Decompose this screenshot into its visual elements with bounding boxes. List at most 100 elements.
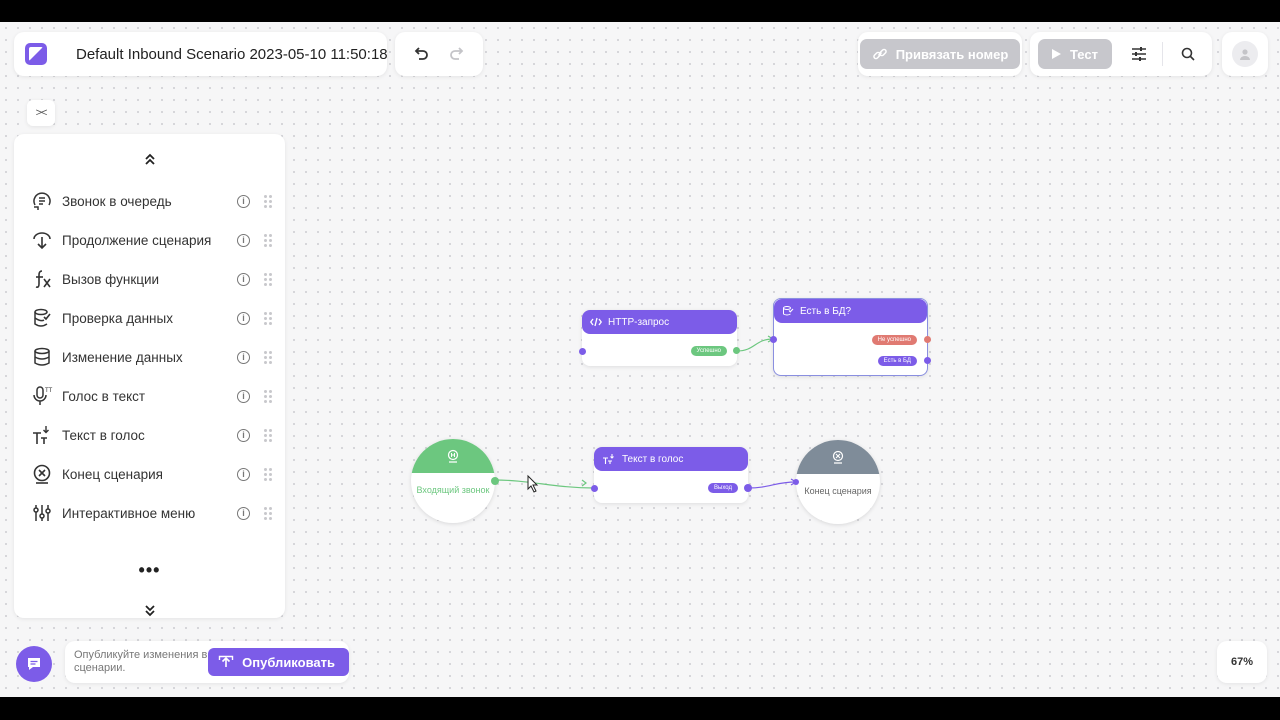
palette-item-label: Текст в голос: [62, 427, 145, 443]
palette-item-label: Изменение данных: [62, 349, 183, 365]
fail-tag: Не успешно: [871, 335, 917, 345]
node-db-check[interactable]: Есть в БД? Не успешно Есть в БД: [770, 298, 931, 376]
test-label: Тест: [1070, 46, 1098, 62]
palette-item-queue-call[interactable]: Звонок в очередь i: [28, 183, 278, 219]
drag-handle-icon[interactable]: [264, 233, 272, 247]
node-header: [796, 440, 880, 474]
scenario-end-icon: [832, 450, 844, 464]
node-header[interactable]: Текст в голос: [594, 447, 748, 471]
publish-button[interactable]: Опубликовать: [208, 648, 349, 676]
scroll-up-button[interactable]: [14, 152, 285, 169]
support-chat-button[interactable]: [16, 646, 52, 682]
drag-handle-icon[interactable]: [264, 194, 272, 208]
queue-call-icon: [30, 189, 54, 213]
node-label: Входящий звонок: [416, 485, 490, 495]
drag-handle-icon[interactable]: [264, 311, 272, 325]
info-icon[interactable]: i: [237, 350, 250, 364]
undo-button[interactable]: [408, 41, 434, 67]
node-header[interactable]: Есть в БД?: [774, 299, 927, 323]
node-text-to-speech[interactable]: Текст в голос Выход: [591, 447, 752, 503]
scroll-down-button[interactable]: [14, 604, 285, 621]
function-icon: [30, 267, 54, 291]
drag-handle-icon[interactable]: [264, 506, 272, 520]
node-title: Есть в БД?: [800, 305, 852, 317]
svg-text:TT: TT: [45, 388, 53, 394]
node-http-request[interactable]: HTTP-запрос Успешно: [579, 310, 740, 366]
info-icon[interactable]: i: [237, 428, 250, 442]
zoom-indicator[interactable]: 67%: [1217, 641, 1267, 683]
info-icon[interactable]: i: [237, 506, 250, 520]
settings-button[interactable]: [1126, 41, 1152, 67]
end-input-port[interactable]: [793, 479, 799, 485]
block-palette: Звонок в очередь i Продолжение сценария …: [14, 134, 285, 618]
toolbar-right: Тест: [1030, 32, 1212, 76]
publish-label: Опубликовать: [242, 654, 335, 670]
node-title: HTTP-запрос: [608, 316, 670, 328]
bind-number-button[interactable]: Привязать номер: [859, 39, 1021, 69]
node-scenario-end[interactable]: Конец сценария: [796, 440, 880, 524]
info-icon[interactable]: i: [237, 467, 250, 481]
output-port-exit[interactable]: [744, 484, 752, 492]
info-icon[interactable]: i: [237, 272, 250, 286]
palette-item-data-edit[interactable]: Изменение данных i: [28, 339, 278, 375]
bind-number-panel: Привязать номер: [858, 32, 1022, 76]
redo-button[interactable]: [444, 41, 470, 67]
app-logo[interactable]: [24, 42, 48, 66]
node-incoming-call[interactable]: Входящий звонок: [411, 439, 495, 523]
palette-item-text-to-speech[interactable]: Текст в голос i: [28, 417, 278, 453]
upload-icon: [218, 655, 234, 667]
incoming-output-port[interactable]: [491, 477, 499, 485]
test-button[interactable]: Тест: [1038, 39, 1112, 69]
scenario-title[interactable]: Default Inbound Scenario 2023-05-10 11:5…: [76, 45, 388, 63]
wire-tts-to-end: [747, 481, 797, 489]
info-icon[interactable]: i: [237, 311, 250, 325]
history-controls: [395, 32, 483, 76]
scenario-canvas[interactable]: Default Inbound Scenario 2023-05-10 11:5…: [0, 22, 1280, 697]
redo-icon: [450, 47, 464, 60]
input-port[interactable]: [770, 336, 777, 343]
output-port-success[interactable]: [733, 347, 740, 354]
palette-item-label: Звонок в очередь: [62, 193, 172, 209]
palette-item-interactive-menu[interactable]: Интерактивное меню i: [28, 495, 278, 531]
profile-panel: [1222, 32, 1268, 76]
palette-item-label: Продолжение сценария: [62, 232, 212, 248]
palette-item-label: Интерактивное меню: [62, 505, 196, 521]
node-label: Конец сценария: [804, 486, 872, 496]
palette-item-scenario-continue[interactable]: Продолжение сценария i: [28, 222, 278, 258]
drag-handle-icon[interactable]: [264, 272, 272, 286]
interactive-menu-icon: [30, 501, 54, 525]
code-icon: [590, 317, 602, 327]
input-port[interactable]: [591, 485, 598, 492]
node-title: Текст в голос: [622, 453, 684, 465]
link-icon: [872, 48, 887, 60]
input-port[interactable]: [579, 348, 586, 355]
palette-item-speech-to-text[interactable]: TT Голос в текст i: [28, 378, 278, 414]
drag-handle-icon[interactable]: [264, 389, 272, 403]
info-icon[interactable]: i: [237, 389, 250, 403]
output-port-fail[interactable]: [924, 336, 931, 343]
info-icon[interactable]: i: [237, 194, 250, 208]
drag-handle-icon[interactable]: [264, 350, 272, 364]
node-header[interactable]: HTTP-запрос: [582, 310, 737, 334]
output-port-found[interactable]: [924, 357, 931, 364]
more-items-button[interactable]: •••: [138, 560, 161, 580]
scenario-end-icon: [30, 462, 54, 486]
text-to-speech-icon: [30, 423, 54, 447]
palette-item-data-check[interactable]: Проверка данных i: [28, 300, 278, 336]
found-tag: Есть в БД: [877, 356, 917, 366]
publish-panel: Опубликуйте изменения в сценарии. Опубли…: [65, 641, 349, 683]
collapse-palette-button[interactable]: ><: [27, 100, 55, 126]
avatar[interactable]: [1232, 41, 1258, 67]
toolbar-separator: [1161, 42, 1163, 66]
scenario-continue-icon: [30, 228, 54, 252]
search-button[interactable]: [1175, 41, 1201, 67]
drag-handle-icon[interactable]: [264, 467, 272, 481]
undo-icon: [414, 47, 428, 60]
drag-handle-icon[interactable]: [264, 428, 272, 442]
palette-item-function[interactable]: Вызов функции i: [28, 261, 278, 297]
palette-item-scenario-end[interactable]: Конец сценария i: [28, 456, 278, 492]
chevrons-down-icon: [144, 605, 155, 617]
bind-number-label: Привязать номер: [895, 46, 1009, 62]
info-icon[interactable]: i: [237, 233, 250, 247]
success-tag: Успешно: [690, 346, 727, 356]
